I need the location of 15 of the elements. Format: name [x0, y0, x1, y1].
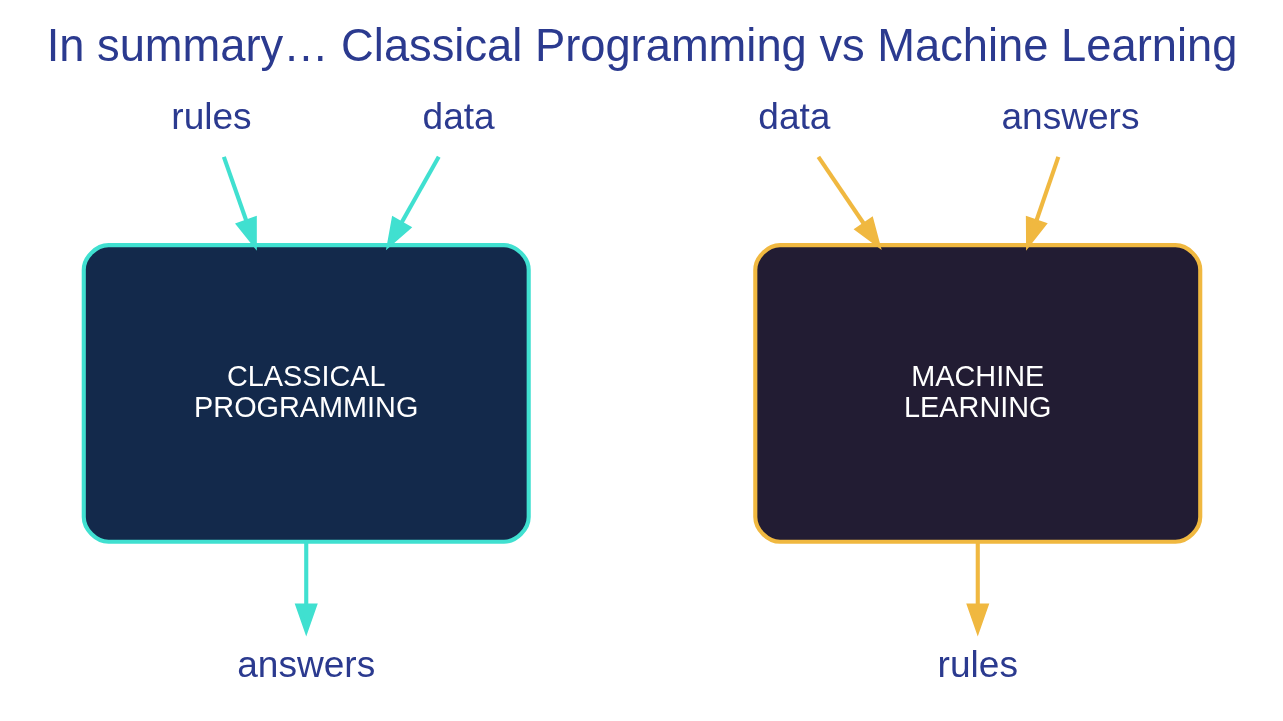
arrow	[965, 542, 989, 637]
arrow	[816, 155, 882, 250]
node-text: answers	[1000, 94, 1139, 137]
arrow	[294, 542, 318, 637]
diagram-title: In summary… Classical Programming vs Machine Learning	[46, 19, 1237, 71]
node-text: answers	[236, 642, 375, 685]
node-text: rules	[937, 642, 1018, 685]
arrow	[221, 156, 257, 251]
node-text: rules	[170, 94, 252, 137]
node-text: data	[422, 94, 495, 137]
arrow	[385, 155, 441, 251]
node-text: data	[757, 94, 830, 137]
node-box: CLASSICAL PROGRAMMING	[81, 243, 531, 544]
node-box: MACHINE LEARNING	[752, 243, 1202, 544]
arrow	[1025, 156, 1060, 251]
